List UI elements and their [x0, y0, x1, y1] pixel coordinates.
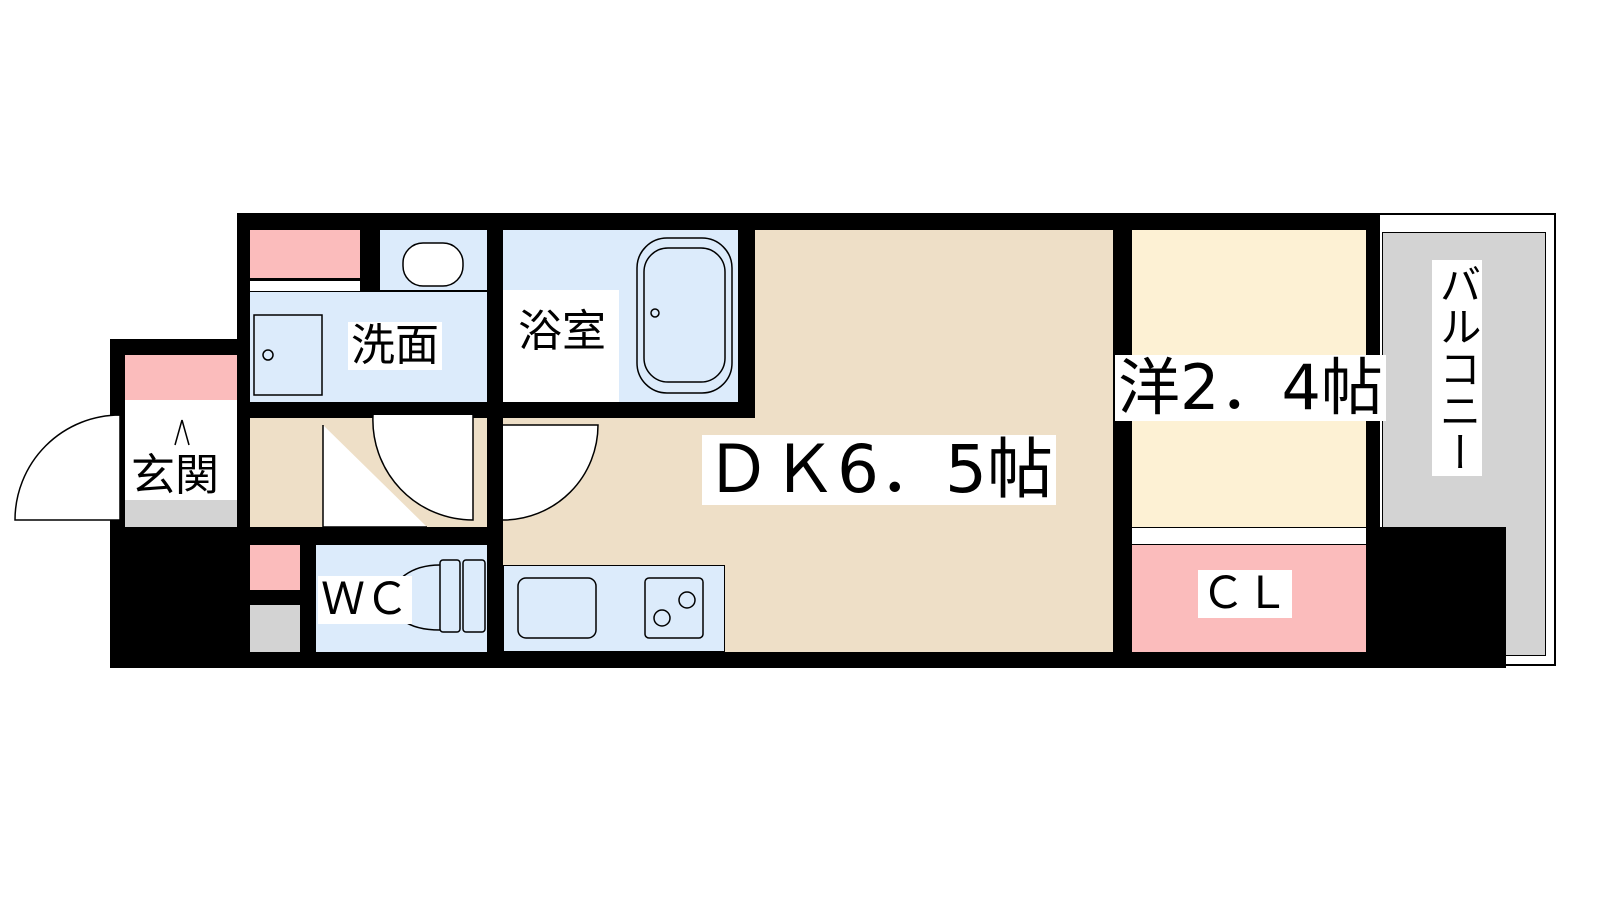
entrance-step — [125, 500, 237, 527]
label-closet: ＣＬ — [1198, 570, 1292, 618]
stove-icon — [644, 577, 704, 639]
bathtub-icon — [636, 237, 733, 394]
label-bathroom: 浴室 — [515, 308, 609, 356]
toilet-storage — [250, 545, 300, 590]
washing-machine-icon — [253, 314, 323, 396]
shoe-storage — [125, 355, 237, 400]
pillar — [1366, 527, 1506, 668]
label-western-room: 洋2．4帖 — [1115, 355, 1386, 421]
dk-door-swing — [502, 424, 599, 521]
shelf-edge — [250, 280, 360, 292]
label-balcony: バルコニー — [1432, 260, 1482, 476]
step-mark — [174, 419, 190, 446]
closet-door — [1132, 527, 1366, 545]
label-washroom: 洗面 — [348, 322, 442, 370]
storage-shelf — [250, 230, 360, 278]
label-toilet: ＷＣ — [318, 576, 412, 624]
pipe-space — [250, 605, 300, 652]
sink-icon — [402, 242, 464, 287]
dk-room-upper — [755, 230, 1113, 420]
label-dk: ＤＫ6．5帖 — [702, 435, 1056, 505]
washroom-door-swing — [372, 414, 474, 521]
entrance-door-swing — [14, 414, 121, 521]
kitchen-sink-icon — [517, 577, 597, 639]
label-entrance: 玄関 — [128, 452, 222, 500]
